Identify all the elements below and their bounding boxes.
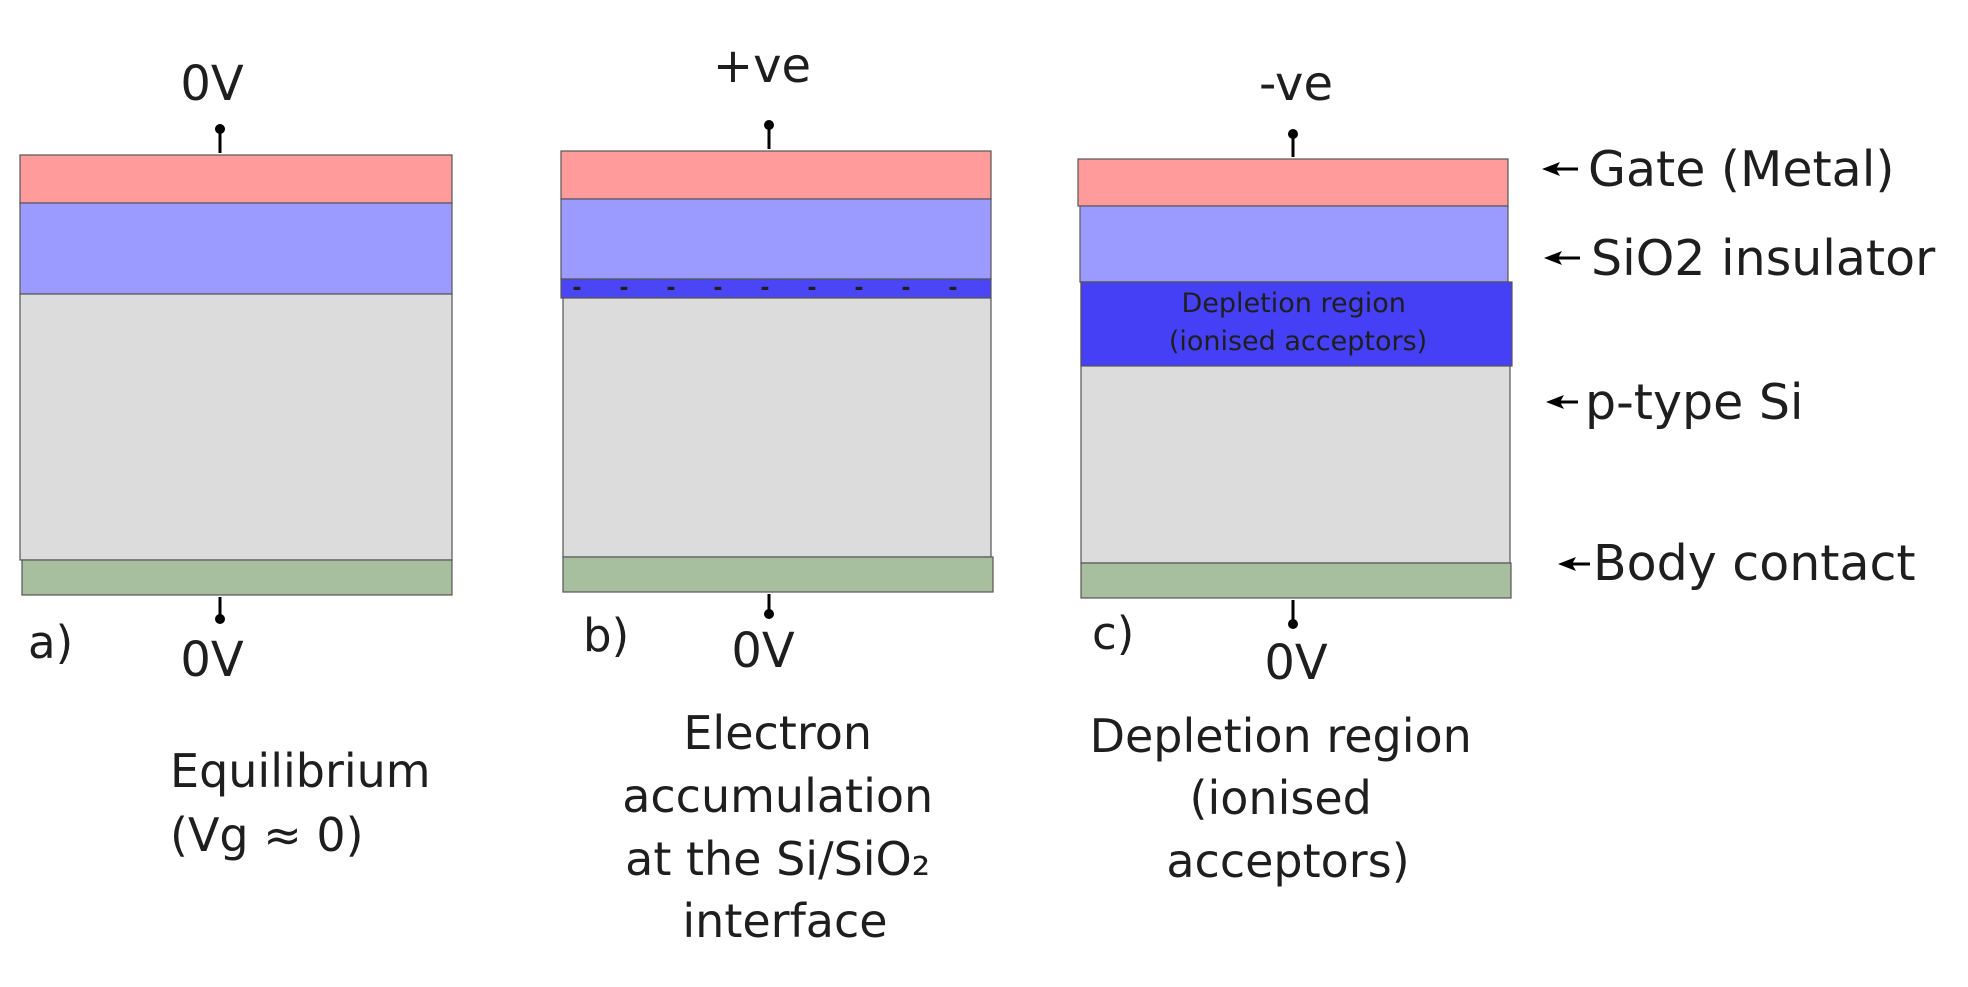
panel-b-caption-line: accumulation	[622, 769, 933, 823]
panel-c-top-voltage: -ve	[1259, 56, 1333, 112]
layer-legend: Gate (Metal) SiO2 insulator p-type Si Bo…	[1542, 141, 1936, 592]
panel-b-insulator-layer	[560, 198, 992, 280]
panel-a-body-terminal	[215, 614, 225, 624]
panel-c-gate-layer	[1077, 158, 1509, 207]
insulator-label: SiO2 insulator	[1591, 230, 1936, 287]
panel-b-caption-line: at the Si/SiO₂	[625, 832, 930, 886]
panel-b-tag: b)	[583, 609, 629, 662]
panel-a-substrate-layer	[19, 293, 453, 561]
panel-a-insulator-layer	[19, 202, 453, 295]
panel-a-body-layer	[21, 559, 453, 596]
panel-c-caption: Depletion region (ionised acceptors)	[1090, 709, 1487, 888]
electron-charge-marker: -	[760, 276, 769, 301]
panel-c: -ve Depletion region (ionised acceptors)…	[1077, 56, 1513, 888]
substrate-label: p-type Si	[1585, 374, 1804, 431]
panel-b-body-layer	[562, 556, 994, 593]
panel-c-tag: c)	[1092, 607, 1134, 660]
panel-c-body-terminal	[1288, 619, 1298, 629]
electron-charge-marker: -	[901, 276, 910, 301]
panel-b-caption-line: Electron	[683, 706, 872, 760]
panel-c-body-layer	[1080, 562, 1512, 599]
panel-c-caption-line: acceptors)	[1166, 834, 1409, 888]
panel-b-caption-line: interface	[682, 894, 887, 948]
panel-a-top-voltage: 0V	[180, 56, 244, 112]
panel-c-caption-line: (ionised	[1190, 771, 1372, 825]
panel-b-body-terminal	[764, 609, 774, 619]
panel-b-gate-layer	[560, 150, 992, 200]
panel-b-caption: Electron accumulation at the Si/SiO₂ int…	[622, 706, 948, 948]
body-label-group: Body contact	[1558, 535, 1916, 592]
panel-c-insulator-layer	[1079, 205, 1509, 283]
electron-charge-marker: -	[948, 276, 957, 301]
panel-b-gate-terminal	[764, 120, 774, 130]
panel-c-depletion-label-line: Depletion region	[1182, 288, 1406, 319]
gate-label-arrowhead	[1542, 162, 1560, 176]
panel-b: +ve - - - - - - - - - b) 0V Electron accumulatio…	[560, 38, 994, 948]
panel-b-top-voltage: +ve	[713, 38, 811, 94]
electron-charge-marker: -	[854, 276, 863, 301]
insulator-label-group: SiO2 insulator	[1544, 230, 1936, 287]
electron-charge-marker: -	[713, 276, 722, 301]
panel-a: 0V a) 0V Equilibrium (Vg ≈ 0)	[19, 56, 453, 862]
panel-a-gate-layer	[19, 154, 453, 204]
body-label: Body contact	[1593, 535, 1916, 592]
electron-charge-marker: -	[807, 276, 816, 301]
electron-charge-marker: -	[572, 276, 581, 301]
insulator-label-arrowhead	[1544, 251, 1562, 265]
panel-b-electron-charges: ---------	[572, 276, 957, 301]
panel-a-caption-line: (Vg ≈ 0)	[170, 808, 364, 862]
panel-a-caption-line: Equilibrium	[170, 744, 431, 798]
panel-c-gate-terminal	[1288, 129, 1298, 139]
gate-label-group: Gate (Metal)	[1542, 141, 1894, 198]
panel-a-bottom-voltage: 0V	[180, 632, 244, 688]
panel-a-gate-terminal	[215, 124, 225, 134]
panel-a-caption: Equilibrium (Vg ≈ 0)	[170, 744, 445, 862]
panel-c-caption-line: Depletion region	[1090, 709, 1472, 763]
panel-c-depletion-region	[1080, 281, 1513, 367]
panel-b-substrate-layer	[562, 297, 992, 558]
gate-label: Gate (Metal)	[1588, 141, 1894, 198]
panel-c-bottom-voltage: 0V	[1264, 635, 1328, 691]
substrate-label-arrowhead	[1546, 395, 1564, 409]
panel-a-tag: a)	[28, 616, 73, 669]
electron-charge-marker: -	[619, 276, 628, 301]
body-label-arrowhead	[1558, 557, 1576, 571]
panel-c-depletion-label-line: (ionised acceptors)	[1169, 326, 1427, 357]
substrate-label-group: p-type Si	[1546, 374, 1804, 431]
panel-b-bottom-voltage: 0V	[731, 623, 795, 679]
electron-charge-marker: -	[666, 276, 675, 301]
panel-c-depletion-label: Depletion region (ionised acceptors)	[1169, 288, 1427, 357]
